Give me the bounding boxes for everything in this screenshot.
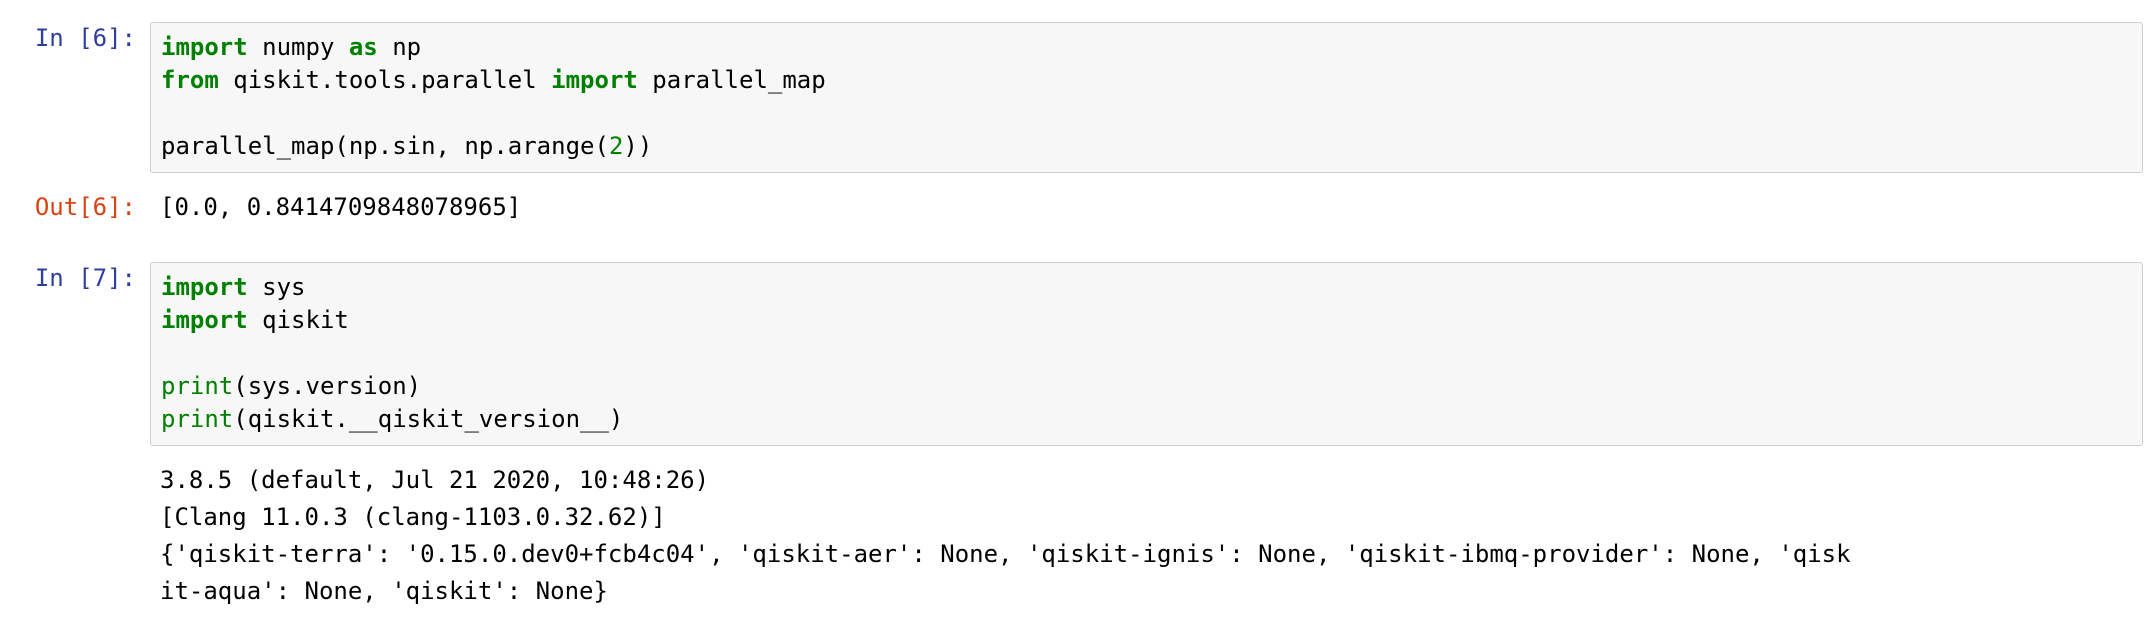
stdout-area-7: 3.8.5 (default, Jul 21 2020, 10:48:26) [… [150, 462, 2152, 610]
top-spacer [0, 0, 2152, 22]
stdout-line: it-aqua': None, 'qiskit': None} [160, 577, 608, 605]
keyword-import: import [161, 306, 248, 334]
code-cell-in-7[interactable]: In [7]: import sys import qiskit print(s… [0, 262, 2152, 446]
stdout-line: 3.8.5 (default, Jul 21 2020, 10:48:26) [160, 466, 710, 494]
input-prompt-7[interactable]: In [7]: [34, 264, 136, 292]
output-cell-stdout-7: 3.8.5 (default, Jul 21 2020, 10:48:26) [… [0, 462, 2152, 610]
keyword-from: from [161, 66, 219, 94]
input-prompt-6[interactable]: In [6]: [34, 24, 136, 52]
code-text: np [377, 33, 422, 61]
code-text: )) [623, 132, 653, 160]
code-text: qiskit.tools.parallel [218, 66, 552, 94]
code-text: sys [247, 273, 306, 301]
builtin-print: print [161, 372, 234, 400]
keyword-import: import [551, 66, 638, 94]
code-text: (qiskit.__qiskit_version__) [233, 405, 624, 433]
execute-result-area-6: [0.0, 0.8414709848078965] [150, 191, 2152, 224]
code-text: qiskit [247, 306, 349, 334]
stdout-line: [Clang 11.0.3 (clang-1103.0.32.62)] [160, 503, 666, 531]
keyword-import: import [161, 273, 248, 301]
code-input-area-6[interactable]: import numpy as np from qiskit.tools.par… [150, 22, 2143, 173]
keyword-import: import [161, 33, 248, 61]
code-source-6[interactable]: import numpy as np from qiskit.tools.par… [161, 31, 2132, 163]
code-source-7[interactable]: import sys import qiskit print(sys.versi… [161, 271, 2132, 436]
cell-gap-1 [0, 173, 2152, 191]
cell-gap-2 [0, 224, 2152, 262]
code-text: parallel_map(np.sin, np.arange( [161, 132, 609, 160]
code-text: numpy [247, 33, 349, 61]
code-input-area-7[interactable]: import sys import qiskit print(sys.versi… [150, 262, 2143, 446]
code-text: parallel_map [637, 66, 826, 94]
execute-result-text: [0.0, 0.8414709848078965] [160, 193, 522, 221]
stdout-line: {'qiskit-terra': '0.15.0.dev0+fcb4c04', … [160, 540, 1851, 568]
output-prompt-6[interactable]: Out[6]: [34, 193, 136, 221]
code-cell-in-6[interactable]: In [6]: import numpy as np from qiskit.t… [0, 22, 2152, 173]
keyword-as: as [348, 33, 378, 61]
output-cell-out-6: Out[6]: [0.0, 0.8414709848078965] [0, 191, 2152, 224]
number-literal: 2 [608, 132, 624, 160]
builtin-print: print [161, 405, 234, 433]
code-text: (sys.version) [233, 372, 422, 400]
cell-gap-3 [0, 446, 2152, 462]
